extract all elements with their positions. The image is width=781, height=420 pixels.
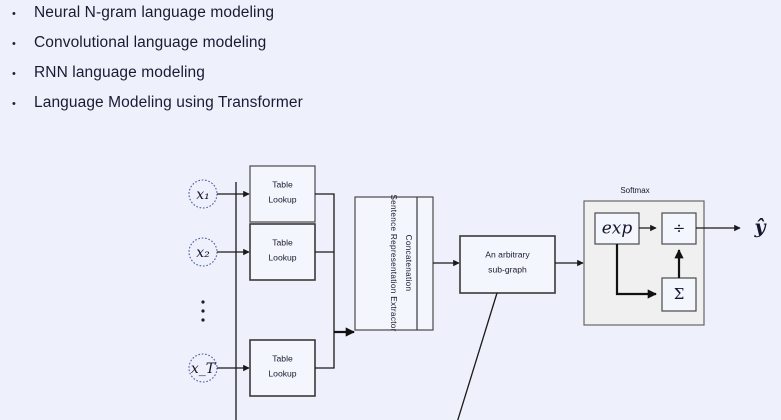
input-label-x1: x₁ (196, 187, 210, 203)
table-lookup-box-3: Table Lookup (249, 339, 316, 397)
list-item: • RNN language modeling (0, 64, 781, 94)
bullet-label: RNN language modeling (34, 64, 205, 81)
table-lookup-line1: Table (272, 237, 293, 247)
sentence-representation-extractor-box: Sentence Representation Extractor Concat… (354, 194, 434, 332)
table-lookup-line2: Lookup (268, 368, 296, 378)
sum-label: Σ (674, 285, 685, 303)
bullet-list: • Neural N-gram language modeling • Conv… (0, 0, 781, 124)
list-item: • Language Modeling using Transformer (0, 94, 781, 124)
bullet-marker: • (12, 38, 16, 50)
softmax-panel: exp ÷ Σ (583, 200, 705, 326)
subgraph-line1: An arbitrary (485, 249, 530, 259)
table-lookup-box-1: Table Lookup (249, 165, 316, 223)
table-lookup-line2: Lookup (268, 252, 296, 262)
subgraph-line2: sub-graph (488, 264, 527, 274)
sum-box: Σ (661, 277, 697, 312)
model-architecture-diagram: x₁ x₂ x_T Table Lookup Table Lookup Tabl… (0, 140, 781, 420)
divide-box: ÷ (661, 212, 697, 245)
bullet-label: Language Modeling using Transformer (34, 94, 303, 111)
divide-label: ÷ (673, 219, 686, 237)
edge-w-clf-subgraph (457, 292, 498, 420)
exp-box: exp (594, 212, 640, 245)
bullet-marker: • (12, 98, 16, 110)
input-node-x2: x₂ (188, 237, 218, 267)
list-item: • Convolutional language modeling (0, 34, 781, 64)
exp-label: exp (602, 219, 633, 239)
table-lookup-line1: Table (272, 353, 293, 363)
table-lookup-box-2: Table Lookup (249, 223, 316, 281)
input-label-x2: x₂ (196, 245, 210, 261)
edge-exp-sum (615, 244, 657, 299)
table-lookup-line1: Table (272, 179, 293, 189)
arbitrary-subgraph-box: An arbitrary sub-graph (459, 235, 556, 294)
input-node-xT: x_T (188, 353, 218, 383)
output-label-yhat: ŷ (753, 216, 767, 238)
edge-lookup3-merge (315, 332, 335, 369)
bullet-label: Neural N-gram language modeling (34, 4, 275, 21)
input-label-xT: x_T (191, 361, 217, 377)
table-lookup-line2: Lookup (268, 194, 296, 204)
bullet-marker: • (12, 8, 16, 20)
input-ellipsis (201, 300, 205, 322)
extractor-main-label: Sentence Representation Extractor (389, 194, 398, 331)
bullet-label: Convolutional language modeling (34, 34, 267, 51)
list-item: • Neural N-gram language modeling (0, 4, 781, 34)
softmax-title: Softmax (620, 186, 649, 195)
bullet-marker: • (12, 68, 16, 80)
extractor-side-label: Concatenation (404, 235, 413, 292)
input-node-x1: x₁ (188, 179, 218, 209)
edge-lookup1-merge (315, 193, 335, 332)
